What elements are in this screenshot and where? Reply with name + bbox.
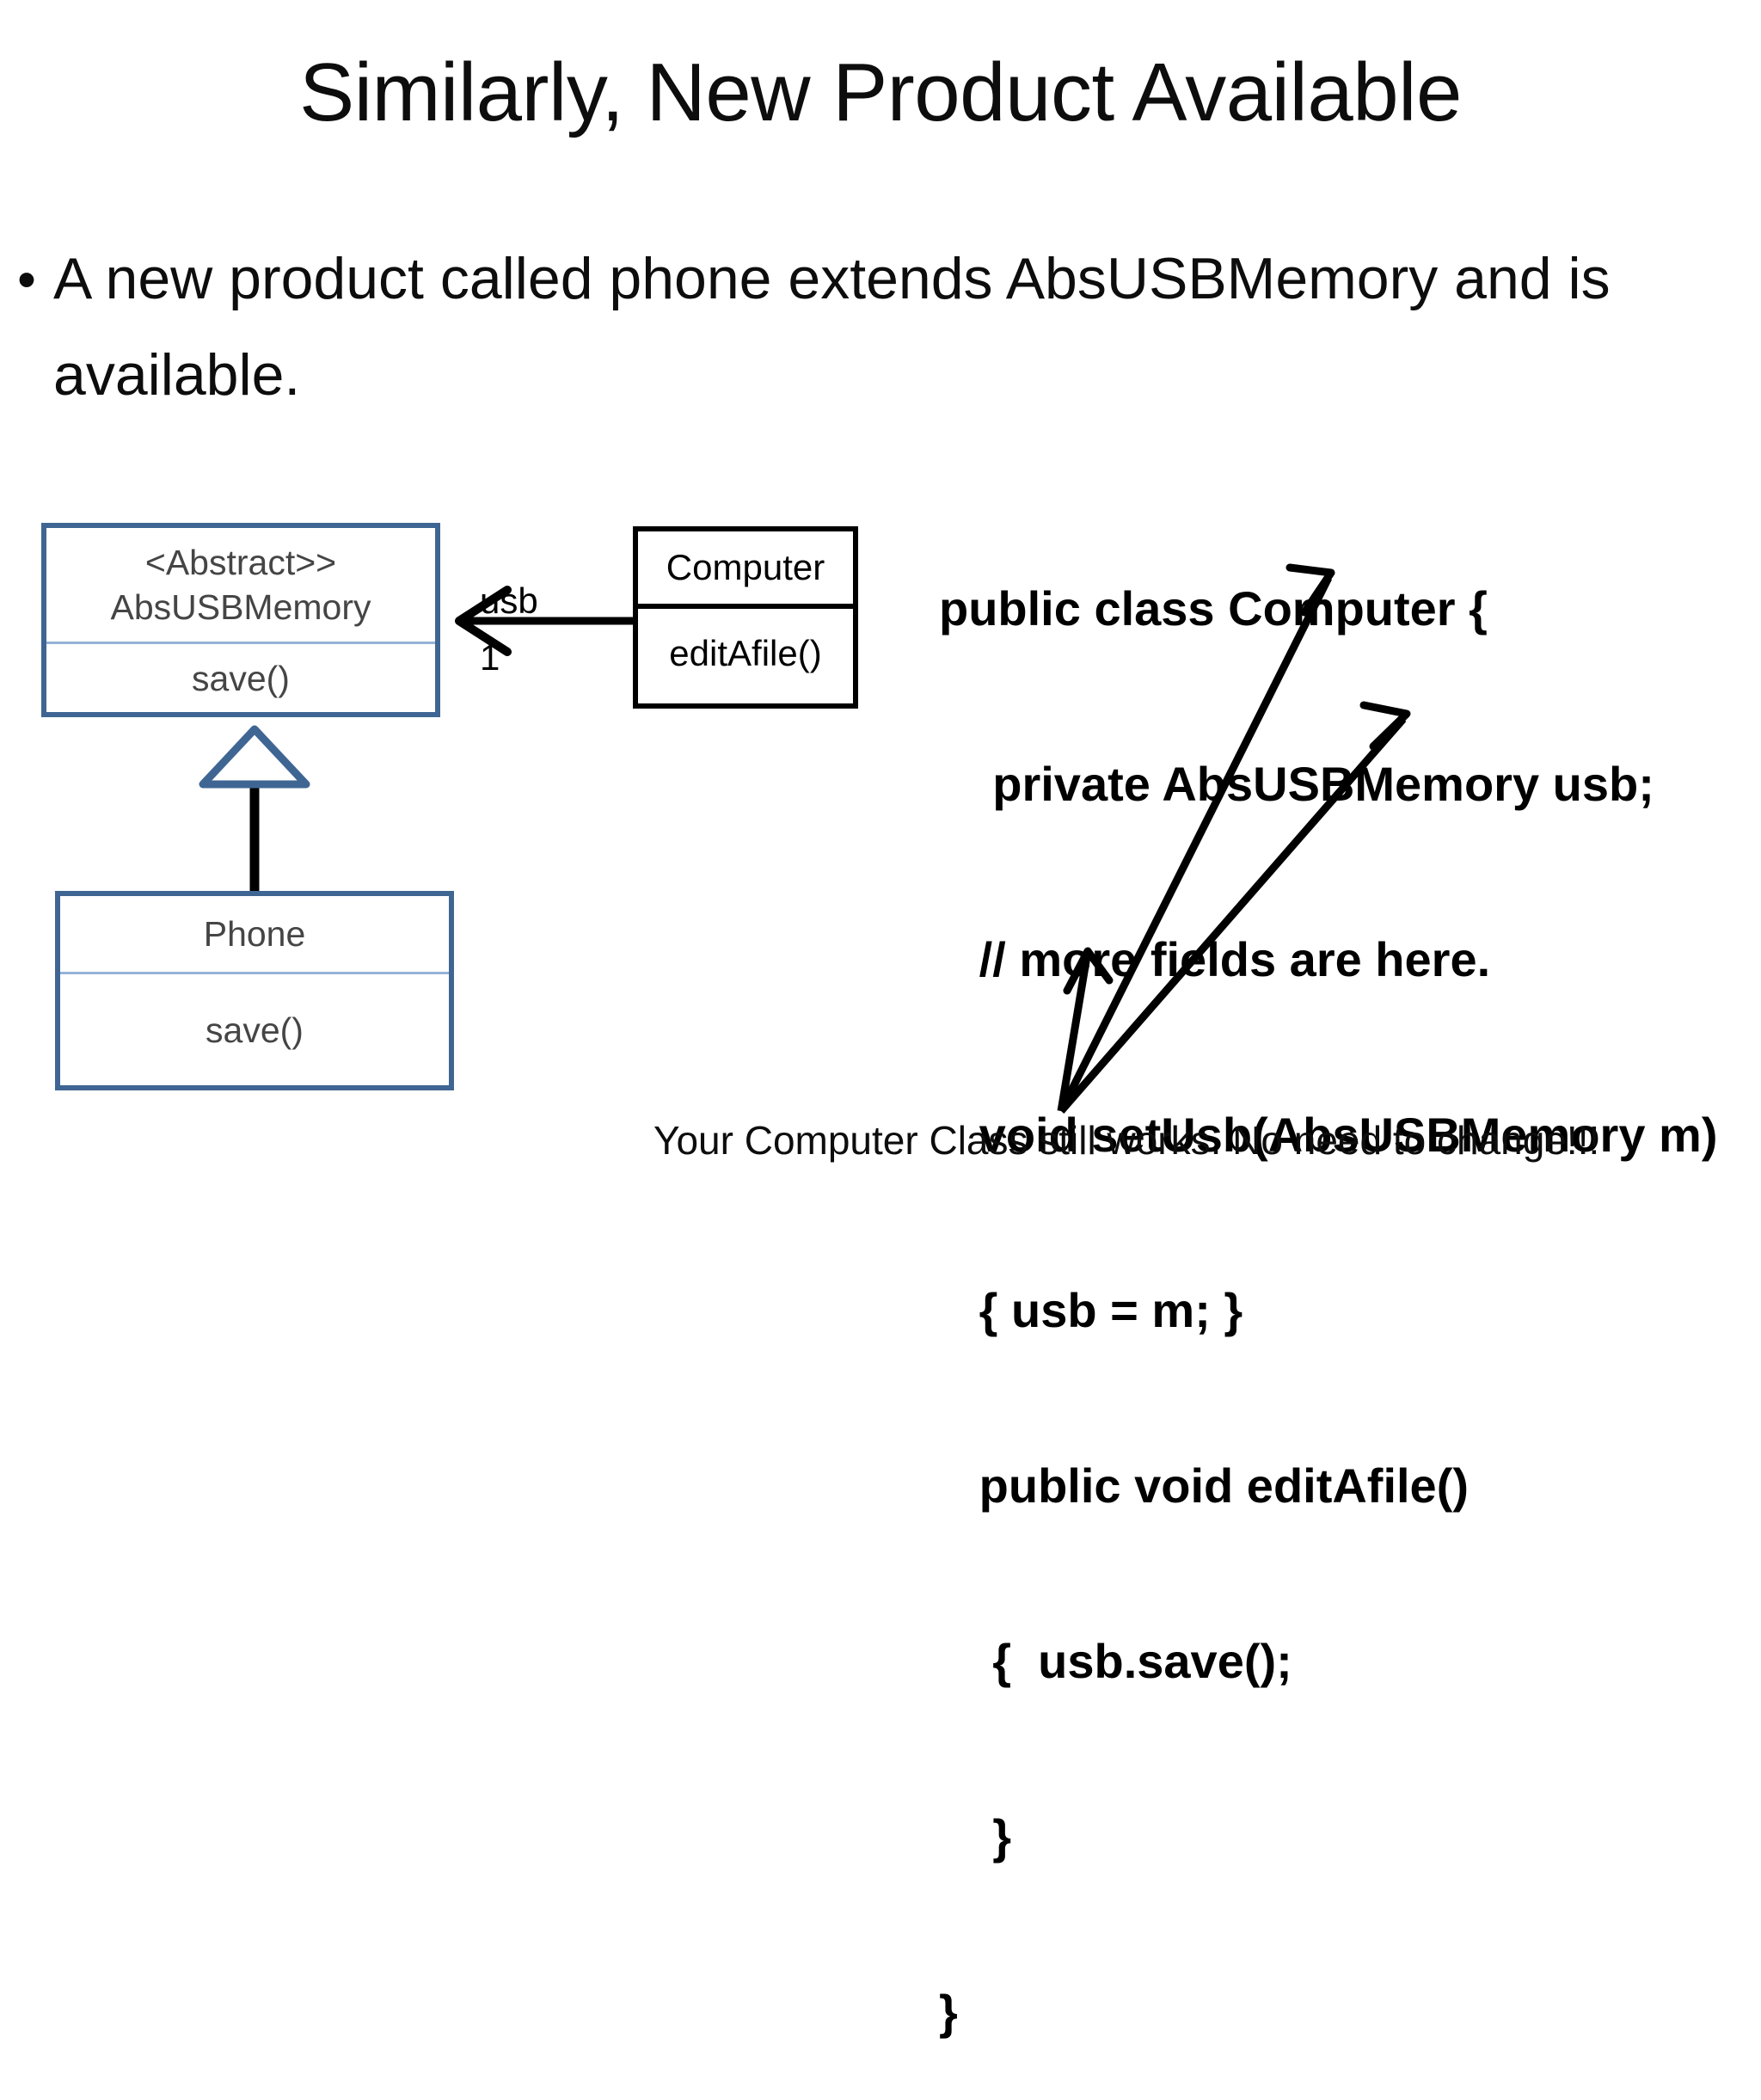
annotation-caption: Your Computer Class still works. No need… (653, 1118, 1600, 1163)
bullet-item-text: A new product called phone extends AbsUS… (53, 246, 1611, 408)
bullet-list: • A new product called phone extends Abs… (0, 230, 1720, 423)
class-box-computer[interactable]: Computer editAfile() (633, 526, 858, 709)
code-line: private AbsUSBMemory usb; (939, 757, 1654, 811)
code-line: } (939, 1809, 1012, 1864)
class-box-absusbmemory[interactable]: <Abstract>> AbsUSBMemory save() (41, 523, 440, 717)
code-line: // more fields are here. (939, 932, 1491, 986)
code-line: void setUsb(AbsUSBMemory m) (939, 1108, 1718, 1162)
code-line: public void editAfile() (939, 1458, 1469, 1513)
generalization-connector-phone-to-absusbmemory (199, 725, 310, 891)
association-role-label: usb (480, 580, 538, 621)
code-line: public class Computer { (939, 581, 1488, 636)
code-line: } (939, 1985, 958, 2039)
code-line: { usb = m; } (939, 1283, 1243, 1337)
page-title: Similarly, New Product Available (299, 46, 1462, 138)
code-line: { usb.save(); (939, 1634, 1292, 1688)
class-methods-absusbmemory: save() (46, 642, 435, 712)
code-snippet-computer-class: public class Computer { private AbsUSBMe… (939, 463, 1761, 2100)
bullet-marker-icon: • (17, 250, 36, 310)
class-name-computer: Computer (666, 547, 825, 587)
class-box-phone[interactable]: Phone save() (55, 891, 454, 1090)
class-methods-computer: editAfile() (638, 604, 853, 698)
association-multiplicity-label: 1 (480, 637, 500, 678)
class-name-phone: Phone (203, 914, 306, 954)
class-name-absusbmemory: <Abstract>> AbsUSBMemory (110, 543, 371, 627)
class-methods-phone: save() (60, 972, 449, 1085)
